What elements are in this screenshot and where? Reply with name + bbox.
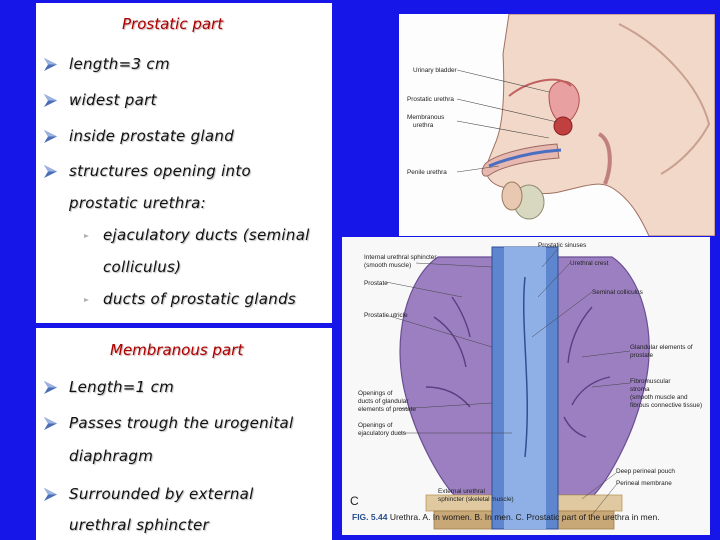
label-prostatic-utricle: Prostatic utricle [364,312,408,319]
bullet-text: Length=1 cm [69,378,175,396]
label-glandular-elements-1: Glandular elements of [630,344,693,351]
label-deep-perineal-pouch: Deep perineal pouch [616,468,675,475]
bullet-text: Passes trough the urogenital [69,414,294,432]
bullet-widest: widest part [43,91,157,109]
label-penile-urethra: Penile urethra [407,169,447,176]
label-internal-sphincter: Internal urethral sphincter [364,254,437,261]
bullet-inside: inside prostate gland [43,127,234,145]
caption-figure-number: FIG. 5.44 [352,512,388,522]
label-openings-glandular-3: elements of prostate [358,406,416,413]
bullet-length-membranous: Length=1 cm [43,378,174,396]
sagittal-illustration: Urinary bladder Prostatic urethra Membra… [407,13,716,237]
label-fibrous-tissue: fibrous connective tissue) [630,402,702,409]
label-prostate: Prostate [364,280,388,287]
bullet-length: length=3 cm [43,55,170,73]
bullet-structures: structures opening into [43,162,251,180]
bullet-passes: Passes trough the urogenital [43,414,294,432]
label-urethral-crest: Urethral crest [570,260,609,267]
caption-text: Urethra. A. In women. B. In men. C. Pros… [389,512,660,522]
label-external-sphincter-1: External urethral [438,488,485,495]
label-stroma: stroma [630,386,650,393]
arrow-bullet-icon [44,380,57,394]
bullet-text: widest part [69,91,157,109]
bullet-surrounded: Surrounded by external [43,485,254,503]
panel-letter: C [350,494,359,508]
bullet-text: length=3 cm [69,55,170,73]
label-fibromuscular: Fibromuscular [630,378,671,385]
label-openings-glandular-2: ducts of glandular [358,398,409,405]
membranous-text-panel [36,328,332,540]
label-urinary-bladder: Urinary bladder [413,67,458,74]
bullet-continuation: prostatic urethra: [69,194,206,212]
label-openings-glandular-1: Openings of [358,390,393,397]
figure-caption: FIG. 5.44 Urethra. A. In women. B. In me… [352,512,660,522]
bullet-continuation: urethral sphincter [69,516,210,534]
arrow-bullet-icon [44,487,57,501]
bullet-text: inside prostate gland [69,127,235,145]
label-urethra: urethra [413,122,434,129]
sub-bullet-marker-icon [84,234,89,238]
male-urethra-sagittal-figure: Urinary bladder Prostatic urethra Membra… [399,13,716,237]
bullet-text: Surrounded by external [69,485,254,503]
label-smooth-muscle: (smooth muscle) [364,262,411,269]
arrow-bullet-icon [44,164,57,178]
arrow-bullet-icon [44,93,57,107]
label-openings-ejaculatory-2: ejaculatory ducts [358,430,406,437]
label-glandular-elements-2: prostate [630,352,654,359]
label-membranous: Membranous [407,114,444,121]
sub-bullet-marker-icon [84,298,89,302]
sub-bullet-ejaculatory: ejaculatory ducts (seminal [103,226,310,244]
membranous-part-heading: Membranous part [110,341,244,359]
label-openings-ejaculatory-1: Openings of [358,422,393,429]
prostatic-illustration: Internal urethral sphincter (smooth musc… [350,242,702,530]
arrow-bullet-icon [44,416,57,430]
label-prostatic-sinuses: Prostatic sinuses [538,242,586,249]
label-smooth-muscle-and: (smooth muscle and [630,394,688,401]
bullet-text: structures opening into [69,162,252,180]
bullet-continuation: diaphragm [69,447,154,465]
sub-bullet-prostatic-glands: ducts of prostatic glands [103,290,297,308]
prostatic-part-heading: Prostatic part [122,15,224,33]
label-external-sphincter-2: sphincter (skeletal muscle) [438,496,514,503]
prostatic-text-panel [36,3,332,323]
sub-bullet-continuation: colliculus) [103,258,182,276]
prostatic-urethra-figure: Internal urethral sphincter (smooth musc… [342,237,710,535]
label-seminal-colliculus: Seminal colliculus [592,289,643,296]
label-perineal-membrane: Perineal membrane [616,480,672,487]
arrow-bullet-icon [44,57,57,71]
arrow-bullet-icon [44,129,57,143]
label-prostatic-urethra: Prostatic urethra [407,96,454,103]
